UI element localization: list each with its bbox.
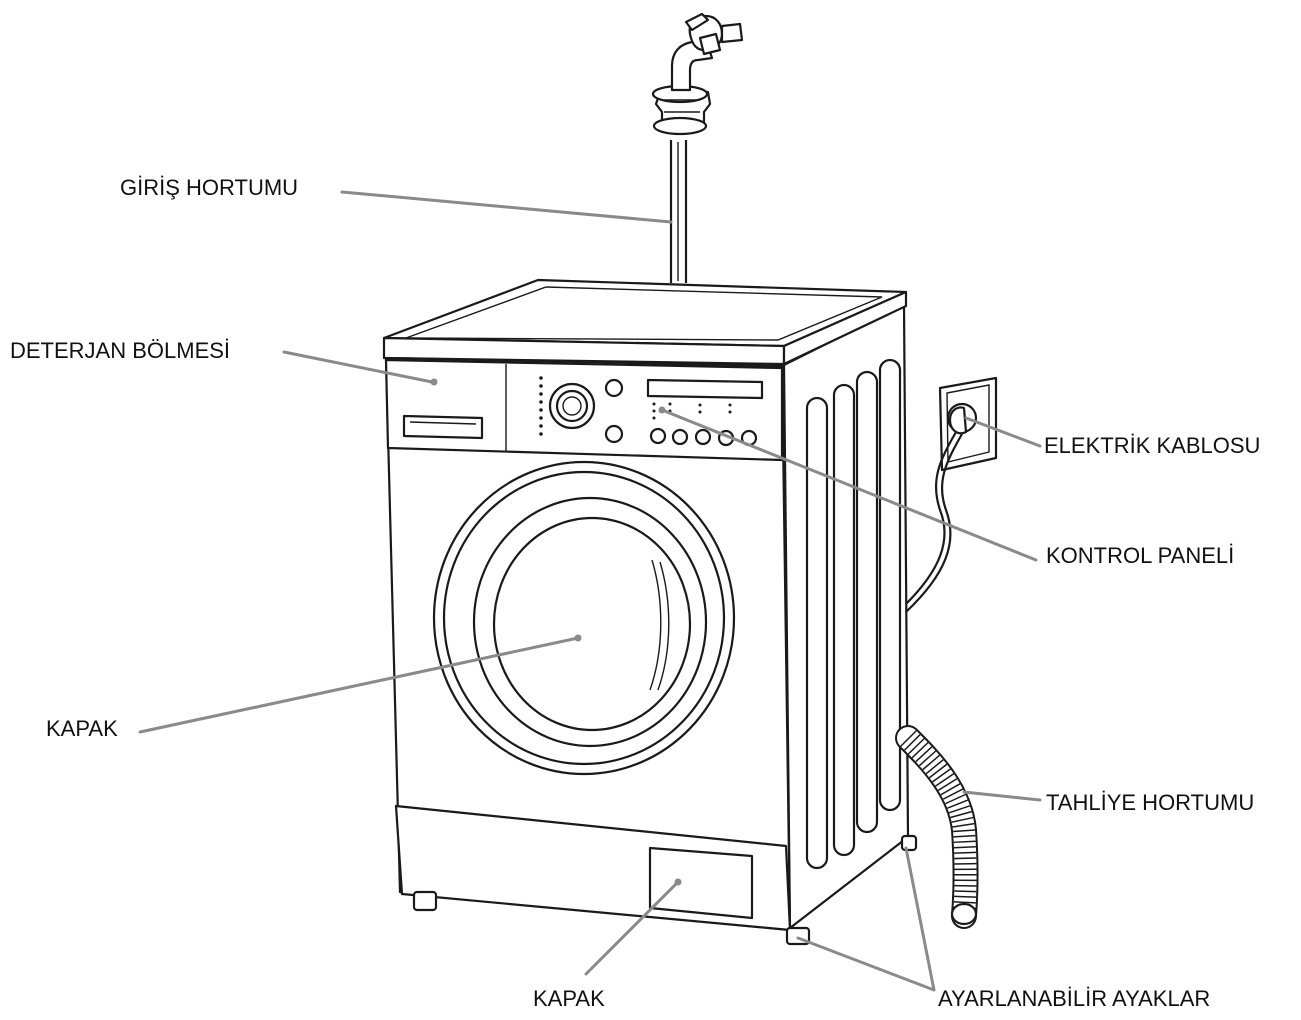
- inlet-hose-drawing: [669, 140, 688, 283]
- program-knob-drawing: [548, 382, 596, 430]
- leader-door: [138, 636, 580, 734]
- panel-button-bottom: [604, 424, 624, 444]
- leader-lines: [138, 190, 1042, 992]
- power-outlet-drawing: [938, 376, 998, 472]
- leader-dots: [430, 378, 682, 886]
- leader-foot-front: [796, 936, 936, 992]
- display-window: [646, 378, 764, 400]
- filter-cover-drawing: [648, 846, 754, 920]
- adjustable-feet-drawing: [412, 834, 918, 946]
- label-power-cord: ELEKTRİK KABLOSU: [1044, 433, 1261, 458]
- water-tap-drawing: [651, 12, 744, 136]
- leader-filter-cover: [584, 880, 680, 976]
- door-drawing: [432, 460, 736, 776]
- detergent-drawer-drawing: [402, 414, 484, 440]
- leader-control-panel: [660, 408, 1038, 562]
- leader-drain-hose: [962, 790, 1042, 802]
- label-inlet-hose: GİRİŞ HORTUMU: [120, 175, 299, 200]
- label-drain-hose: TAHLİYE HORTUMU: [1046, 790, 1255, 815]
- leader-power-cord: [964, 416, 1042, 448]
- leader-inlet-hose: [340, 190, 673, 224]
- leader-detergent-drawer: [282, 350, 434, 384]
- side-ribs: [805, 358, 902, 870]
- label-control-panel: KONTROL PANELİ: [1046, 543, 1235, 568]
- label-adjustable-feet: AYARLANABİLİR AYAKLAR: [938, 986, 1211, 1011]
- knob-indicator-dots: [539, 376, 543, 436]
- label-door: KAPAK: [46, 716, 118, 741]
- display-dots: [652, 402, 732, 420]
- leader-foot-rear: [904, 846, 936, 992]
- label-filter-cover: KAPAK: [533, 986, 605, 1011]
- drain-hose-drawing: [895, 725, 979, 929]
- panel-button-top: [604, 378, 624, 398]
- cabinet-side: [782, 303, 910, 930]
- label-detergent-drawer: DETERJAN BÖLMESİ: [10, 338, 231, 363]
- power-cord-drawing: [905, 431, 957, 605]
